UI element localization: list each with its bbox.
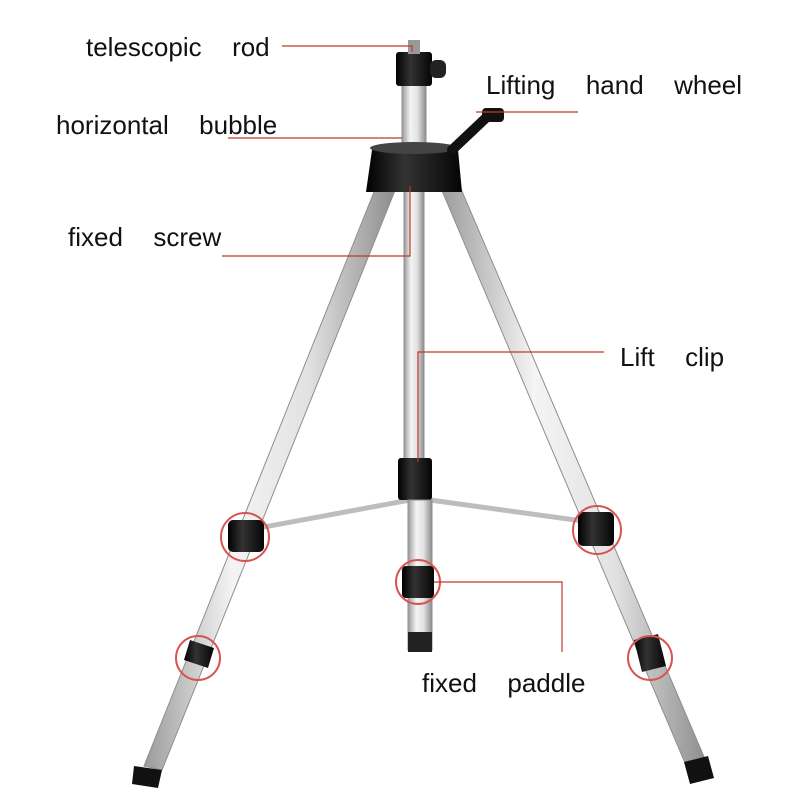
highlight-circle-left-lower-clamp bbox=[175, 635, 221, 681]
hand-wheel-crank bbox=[447, 108, 504, 155]
label-horizontal-bubble: horizontal bubble bbox=[56, 110, 278, 140]
leader-fixed-screw bbox=[222, 186, 411, 257]
highlight-circle-left-clamp bbox=[220, 512, 270, 562]
tripod-head bbox=[366, 40, 462, 192]
leader-lift-clip bbox=[417, 351, 604, 462]
left-leg bbox=[132, 181, 397, 788]
label-lifting-hand-wheel: Lifting hand wheel bbox=[486, 70, 743, 100]
highlight-circle-right-lower-clamp bbox=[627, 635, 673, 681]
label-lift-clip: Lift clip bbox=[620, 342, 725, 372]
label-fixed-paddle: fixed paddle bbox=[422, 668, 586, 698]
leg-clamps bbox=[228, 512, 614, 598]
highlight-circle-right-clamp bbox=[572, 505, 622, 555]
label-telescopic-rod: telescopic rod bbox=[86, 32, 270, 62]
leader-fixed-paddle bbox=[434, 581, 563, 652]
leader-lines bbox=[222, 45, 604, 652]
cross-braces bbox=[247, 497, 591, 533]
leader-telescopic-rod bbox=[282, 45, 413, 52]
label-fixed-screw: fixed screw bbox=[68, 222, 222, 252]
